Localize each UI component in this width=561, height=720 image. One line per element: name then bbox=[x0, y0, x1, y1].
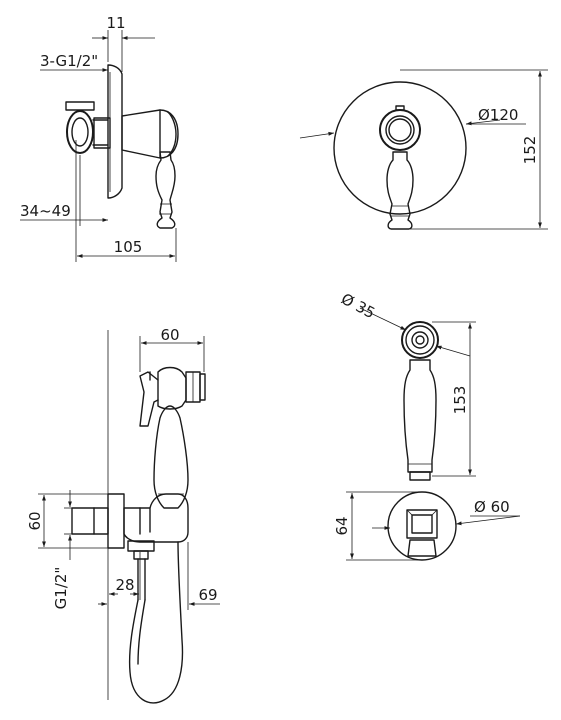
dim-holder-depth: 69 bbox=[198, 586, 217, 604]
mixer-side-dimensions bbox=[20, 30, 177, 262]
dim-handshower-head-diameter: Ø 35 bbox=[338, 290, 378, 323]
dim-holder-height-front: 64 bbox=[333, 516, 351, 535]
dim-side-depth-range: 34~49 bbox=[20, 202, 71, 220]
dim-side-wall-thickness: 11 bbox=[106, 14, 125, 32]
handshower-side-view bbox=[71, 330, 206, 704]
dim-holder-thread: G1/2" bbox=[52, 567, 70, 610]
handshower-front-dimensions bbox=[346, 307, 521, 561]
dim-front-plate-diameter: Ø120 bbox=[478, 106, 518, 124]
dim-side-total-depth: 105 bbox=[114, 238, 143, 256]
dim-holder-height: 60 bbox=[26, 511, 44, 530]
dim-front-height: 152 bbox=[521, 136, 539, 165]
dim-handshower-length: 153 bbox=[451, 386, 469, 415]
handshower-front-view bbox=[387, 321, 457, 561]
dim-hose-holder-width: 60 bbox=[160, 326, 179, 344]
mixer-front-dimensions bbox=[299, 69, 548, 230]
dim-holder-offset: 28 bbox=[115, 576, 134, 594]
dim-side-connection: 3-G1/2" bbox=[40, 52, 98, 70]
mixer-side-view bbox=[65, 64, 179, 229]
mixer-front-view bbox=[333, 81, 467, 230]
dim-holder-diameter: Ø 60 bbox=[474, 498, 510, 516]
handshower-side-dimensions bbox=[38, 336, 220, 610]
